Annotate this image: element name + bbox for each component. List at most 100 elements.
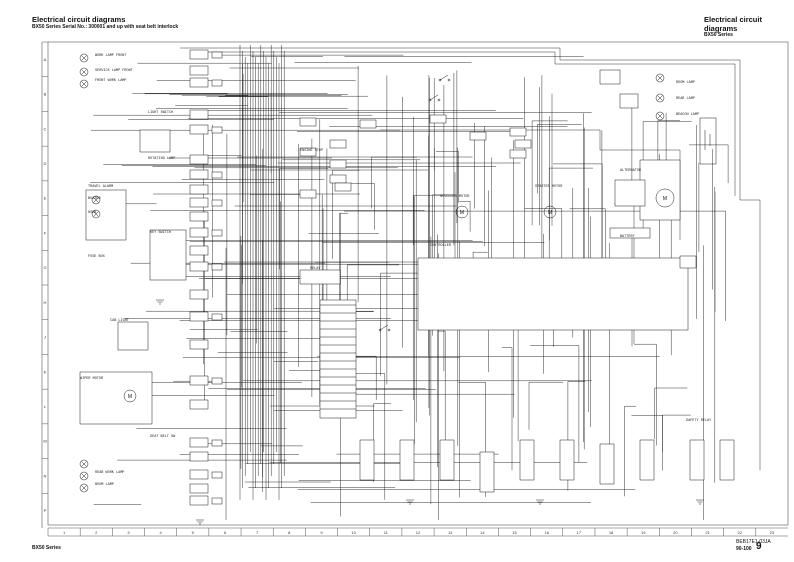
component-label: HORN (88, 211, 97, 215)
header-title-right: Electrical circuit diagrams (704, 15, 762, 33)
wire (624, 405, 637, 497)
grid-row-label: A (44, 57, 47, 62)
lamp-symbol (79, 53, 89, 63)
alternator-box (639, 159, 681, 221)
motor-symbol: M (460, 210, 464, 216)
wire (531, 120, 568, 226)
grid-row-label: N (44, 473, 47, 478)
motor-symbol: M (548, 210, 552, 216)
grid-col-label: 22 (738, 530, 743, 535)
footer-page-ref: 90-100 (736, 546, 752, 552)
motor-symbol (655, 188, 675, 208)
connector (189, 49, 209, 60)
switch-symbol (438, 78, 442, 82)
grid-col-label: 10 (351, 530, 356, 535)
wire (332, 169, 360, 259)
switch-module (139, 129, 171, 153)
connector (329, 159, 347, 169)
grid-col-label: 7 (256, 530, 259, 535)
component-label: STARTER MOTOR (535, 185, 563, 189)
lamp-symbol (91, 195, 101, 205)
wire (654, 387, 688, 440)
motor-symbol (123, 389, 137, 403)
connector (211, 497, 223, 505)
connector (299, 117, 317, 127)
lamp-symbol (80, 484, 88, 492)
wire (662, 414, 691, 452)
component-label: BATTERY (620, 235, 635, 239)
diagram-frame (47, 41, 789, 526)
grid-row-label: J (44, 335, 46, 340)
connector (189, 311, 209, 322)
component-label: RELAY (310, 267, 321, 271)
connector (479, 451, 495, 493)
grid-row-label: E (44, 196, 47, 201)
component-label: REAR WORK LAMP (95, 471, 125, 475)
connector (599, 443, 615, 485)
wire (679, 210, 726, 321)
switch-symbol (439, 74, 449, 81)
footer-doc-code: BEB17E1-03JA (736, 539, 771, 545)
connector (211, 439, 223, 447)
component-label: BUZZER (88, 197, 101, 201)
component-label: ROTATING LAMP (148, 157, 176, 161)
component-label: WORK LAMP FRONT (95, 54, 127, 58)
connector (189, 65, 209, 76)
header-title: Electrical circuit diagrams (32, 15, 126, 24)
connector (211, 229, 223, 237)
connector (299, 147, 317, 157)
grid-col-label: 21 (705, 530, 710, 535)
grid-row-label: H (44, 300, 47, 305)
grid-col-label: 11 (384, 530, 389, 535)
grid-col-label: 1 (63, 530, 66, 535)
connector (639, 439, 655, 481)
connector (189, 197, 209, 208)
connector (189, 109, 209, 120)
connector (299, 189, 317, 199)
wire (502, 347, 513, 471)
connector (689, 439, 705, 481)
wire (517, 316, 555, 442)
component-label: CAB LIGHT (110, 319, 129, 323)
wire (528, 381, 563, 430)
switch-symbol (379, 324, 389, 331)
component-label: KEY SWITCH (150, 231, 172, 235)
component-label: FRONT WORK LAMP (95, 79, 127, 83)
connector (189, 261, 209, 272)
lamp-symbol (91, 209, 101, 219)
component-label: SERVICE LAMP FRONT (95, 69, 133, 73)
grid-col-label: 6 (224, 530, 227, 535)
wire (548, 167, 594, 297)
lamp-symbol (655, 73, 665, 83)
lamp-symbol (79, 483, 89, 493)
grid-col-label: 15 (512, 530, 517, 535)
grid-col-label: 16 (544, 530, 549, 535)
grid-row-label: F (44, 230, 47, 235)
wire (371, 156, 418, 209)
wire (373, 403, 391, 482)
lamp-symbol (80, 460, 88, 468)
battery-symbol (699, 117, 717, 165)
connector (719, 439, 735, 481)
grid-col-label: 14 (480, 530, 485, 535)
connector (359, 439, 375, 481)
grid-row-label: M (43, 439, 46, 444)
grid-col-label: 12 (416, 530, 421, 535)
header-subtitle-right: BX50 Series (704, 32, 733, 39)
connector (559, 439, 575, 481)
connector (211, 377, 223, 385)
connector (509, 127, 527, 137)
component-label: WIPER MOTOR (80, 377, 104, 381)
connector (211, 313, 223, 321)
lamp-symbol (655, 111, 665, 121)
wire (347, 373, 386, 500)
connector (211, 471, 223, 479)
connector (189, 211, 209, 222)
grid-col-label: 3 (127, 530, 130, 535)
key-switch-module (149, 229, 187, 281)
footer-series: BX50 Series (32, 545, 61, 551)
grid-row-label: C (44, 126, 47, 131)
switch-symbol (429, 94, 439, 101)
motor-symbol: M (663, 196, 667, 202)
grid-row-label: G (43, 265, 46, 270)
